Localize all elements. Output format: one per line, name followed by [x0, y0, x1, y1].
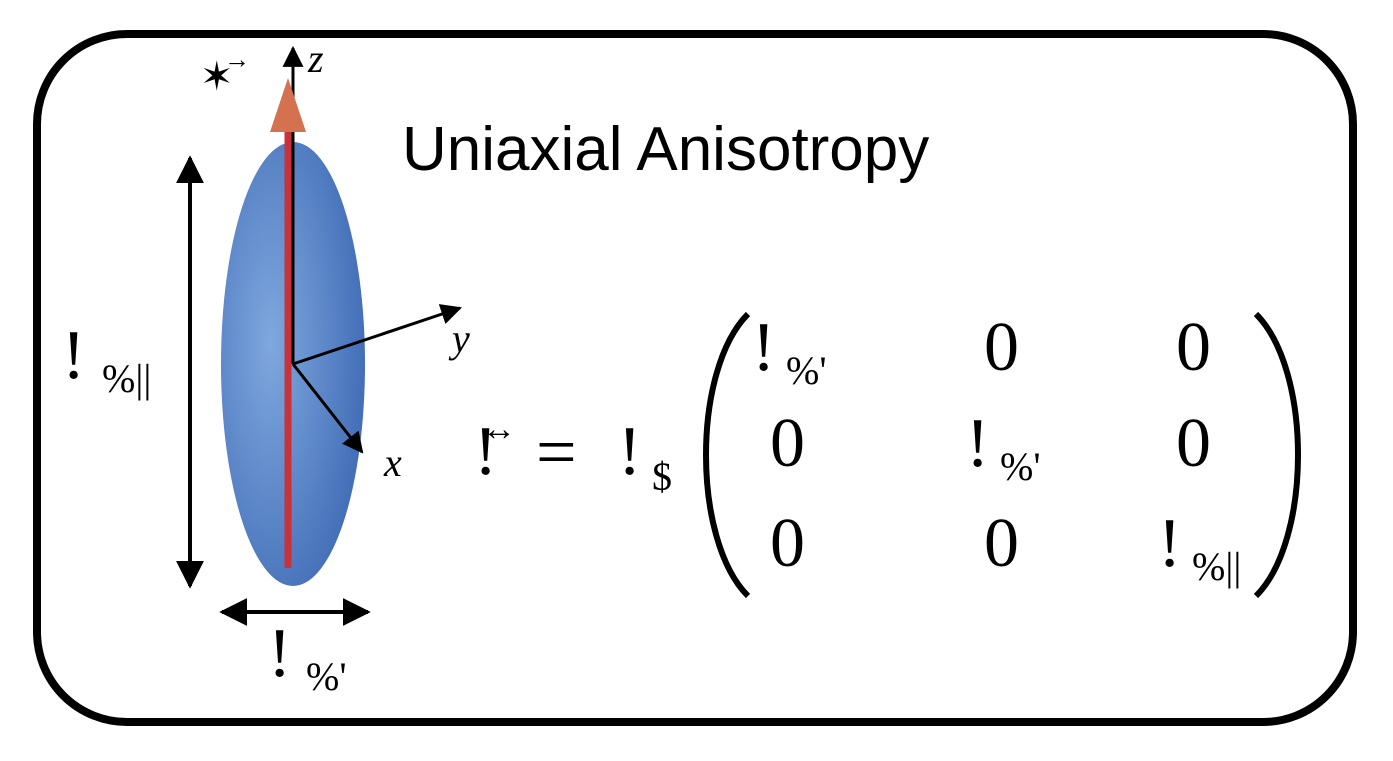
matrix-cell-1-1-subscript: %' — [786, 348, 827, 393]
y-axis — [292, 304, 462, 366]
prefactor-subscript: $ — [652, 454, 672, 499]
short-axis-subscript: %' — [306, 654, 347, 699]
x-axis — [291, 363, 364, 454]
long-axis-subscript: %|| — [102, 356, 151, 401]
lhs-symbol: ! — [474, 413, 497, 490]
matrix-cell-1-3: 0 — [1176, 309, 1211, 386]
moment-label: ✶ — [200, 54, 234, 99]
y-axis-label: y — [448, 316, 470, 361]
matrix-cell-3-3-subscript: %|| — [1192, 544, 1241, 589]
lhs-arrow: ↔ — [482, 411, 516, 448]
matrix-cell-2-3: 0 — [1176, 405, 1211, 482]
matrix-cell-1-2: 0 — [984, 309, 1019, 386]
moment-arrow-head — [270, 78, 306, 132]
short-axis-symbol: ! — [268, 615, 291, 692]
frame-border — [33, 30, 1357, 726]
matrix-cell-3-1: 0 — [770, 505, 805, 582]
diagram-title: Uniaxial Anisotropy — [402, 115, 929, 184]
equals-sign: = — [536, 412, 577, 492]
matrix-cell-1-1: ! — [752, 309, 775, 386]
matrix-cell-2-2-subscript: %' — [1000, 444, 1041, 489]
matrix-cell-2-1: 0 — [770, 405, 805, 482]
moment-label-arrow: → — [224, 45, 250, 74]
x-axis-label: x — [383, 440, 402, 485]
matrix-left-paren — [703, 311, 751, 599]
matrix-cell-2-2: ! — [966, 405, 989, 482]
matrix-cell-3-3: ! — [1158, 505, 1181, 582]
long-axis-symbol: ! — [62, 317, 85, 394]
matrix-cell-3-2: 0 — [984, 505, 1019, 582]
matrix-right-paren — [1253, 311, 1301, 599]
z-axis-label: z — [307, 36, 324, 81]
prefactor-symbol: ! — [618, 413, 641, 490]
